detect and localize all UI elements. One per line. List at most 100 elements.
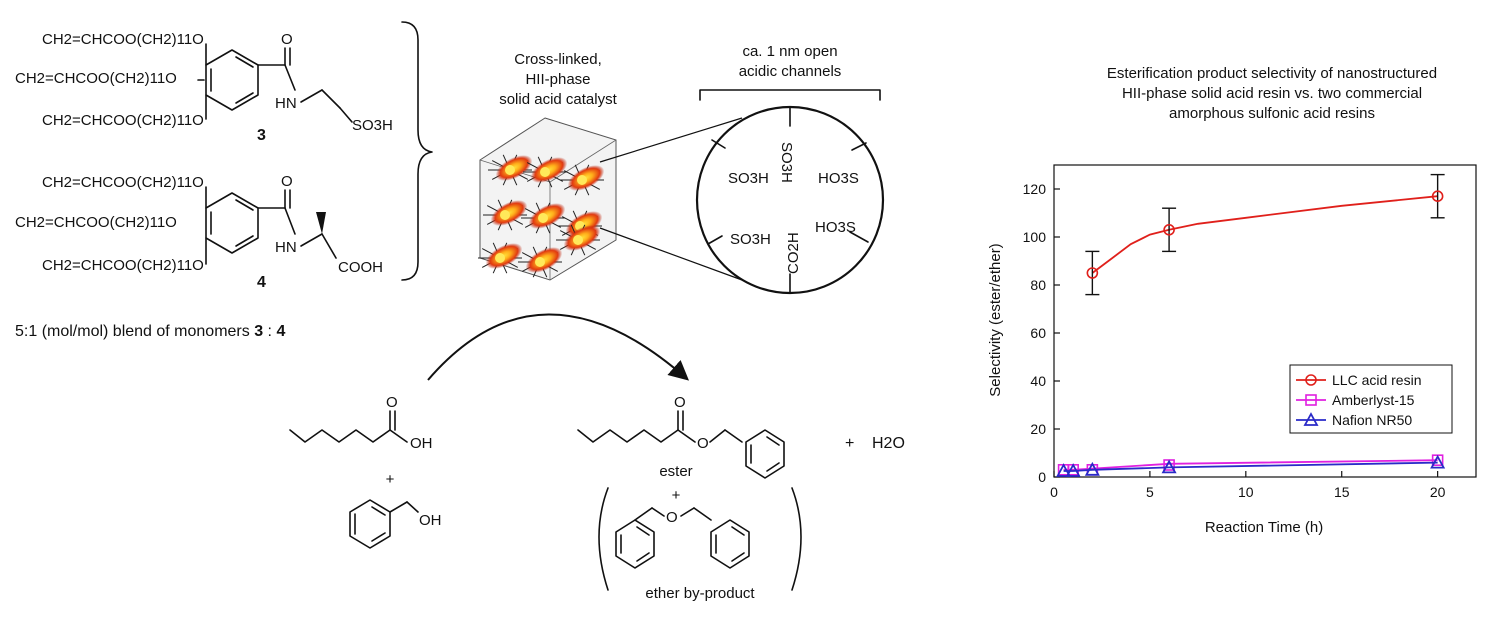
cylinder-array — [478, 154, 605, 278]
amide-nh-4: HN — [275, 239, 297, 256]
sulfonic-acid-3: SO3H — [352, 117, 393, 134]
reaction-arrow — [427, 313, 690, 381]
amide-oxygen-3: O — [281, 31, 293, 48]
y-tick-label: 120 — [1023, 181, 1047, 197]
hexagonal-cylinder — [478, 242, 523, 274]
wedge-bond — [316, 212, 326, 234]
heptanoic-acid: O OH — [289, 394, 433, 452]
hexagonal-cylinder — [483, 199, 528, 231]
error-bar — [1085, 250, 1100, 296]
data-point — [1056, 463, 1072, 477]
chart-title-line1: Esterification product selectivity of na… — [1107, 65, 1437, 82]
benzene-ring-3 — [205, 49, 259, 111]
legend-marker — [1303, 412, 1319, 426]
channel-label-line2: acidic channels — [739, 63, 842, 80]
ether-oxygen: O — [666, 509, 678, 526]
ester-link-o: O — [697, 435, 709, 452]
x-tick-label: 10 — [1238, 484, 1254, 500]
legend-label: Nafion NR50 — [1332, 412, 1412, 428]
channel-cross-section: SO3H SO3H HO3S SO3H HO3S CO2H — [695, 105, 885, 295]
water: H2O — [872, 435, 905, 452]
data-point — [1086, 267, 1099, 279]
selectivity-chart: Esterification product selectivity of na… — [987, 65, 1477, 536]
plus-water: + — [845, 435, 854, 452]
benzyl-alcohol: OH — [349, 499, 442, 549]
series-1 — [1057, 454, 1444, 476]
legend-item: Amberlyst-15 — [1296, 392, 1415, 408]
legend-item: LLC acid resin — [1296, 372, 1422, 388]
zoom-line-top — [599, 117, 743, 163]
x-tick-label: 20 — [1430, 484, 1446, 500]
monomer-4-chain-3: CH2=CHCOO(CH2)11O — [42, 257, 204, 274]
y-axis-label: Selectivity (ester/ether) — [987, 243, 1004, 396]
plot-frame — [1053, 164, 1477, 478]
hexagonal-cylinder — [556, 224, 601, 256]
monomer-3-chain-3: CH2=CHCOO(CH2)11O — [42, 112, 204, 129]
channel-group-2: SO3H — [778, 142, 795, 183]
y-tick-label: 0 — [1038, 469, 1046, 485]
series-0 — [1085, 173, 1445, 296]
monomer-3-label: 3 — [257, 127, 266, 144]
data-point — [1431, 190, 1444, 202]
amide-oxygen-4: O — [281, 173, 293, 190]
catalyst-label: Cross-linked, HII-phase solid acid catal… — [499, 51, 617, 108]
x-tick-label: 0 — [1050, 484, 1058, 500]
channel-group-4: SO3H — [730, 231, 771, 248]
ether-label: ether by-product — [645, 585, 755, 602]
paren-left — [598, 487, 609, 591]
chart-title-line3: amorphous sulfonic acid resins — [1169, 105, 1375, 122]
hexagonal-cylinder — [523, 156, 568, 188]
y-tick-label: 100 — [1023, 229, 1047, 245]
legend-marker — [1305, 374, 1317, 386]
monomer-3: CH2=CHCOO(CH2)11O CH2=CHCOO(CH2)11O CH2=… — [15, 31, 393, 144]
channel-label-line1: ca. 1 nm open — [742, 43, 837, 60]
legend-label: Amberlyst-15 — [1332, 392, 1415, 408]
benzene-ring-4 — [205, 192, 259, 254]
acid-hydroxyl: OH — [410, 435, 433, 452]
y-tick-label: 20 — [1030, 421, 1046, 437]
monomer-4-chain-1: CH2=CHCOO(CH2)11O — [42, 174, 204, 191]
acid-carbonyl-o: O — [386, 394, 398, 411]
x-axis-label: Reaction Time (h) — [1205, 519, 1323, 536]
benzyl-heptanoate-ester: O O — [577, 394, 785, 479]
catalyst-label-line2: HII-phase — [525, 71, 590, 88]
series-2 — [1056, 454, 1446, 477]
channel-group-6: CO2H — [785, 232, 802, 274]
monomer-4: CH2=CHCOO(CH2)11O CH2=CHCOO(CH2)11O CH2=… — [15, 173, 383, 291]
series-line — [1091, 195, 1438, 274]
monomer-4-label: 4 — [257, 274, 266, 291]
monomer-4-chain-2: CH2=CHCOO(CH2)11O — [15, 214, 177, 231]
data-point — [1163, 224, 1175, 236]
y-tick-label: 80 — [1030, 277, 1046, 293]
data-point — [1161, 459, 1177, 474]
monomer-3-chain-2: CH2=CHCOO(CH2)11O — [15, 70, 177, 87]
grouping-brace — [401, 21, 433, 281]
hexagonal-cylinder — [521, 202, 566, 234]
legend-marker — [1305, 394, 1317, 406]
channel-group-5: HO3S — [815, 219, 856, 236]
legend-label: LLC acid resin — [1332, 372, 1422, 388]
data-point — [1084, 461, 1100, 476]
legend-item: Nafion NR50 — [1296, 412, 1412, 428]
plus-ether: + — [672, 487, 681, 504]
hexagonal-catalyst-cube — [478, 117, 617, 281]
hexagonal-cylinder — [560, 164, 605, 196]
paren-right — [791, 487, 802, 591]
monomer-3-chain-1: CH2=CHCOO(CH2)11O — [42, 31, 204, 48]
catalyst-label-line1: Cross-linked, — [514, 51, 602, 68]
hexagonal-cylinder — [518, 246, 563, 278]
data-point — [1430, 454, 1446, 469]
legend-box — [1289, 364, 1453, 434]
series-layer — [1056, 173, 1446, 477]
x-tick-label: 15 — [1334, 484, 1350, 500]
blend-caption: 5:1 (mol/mol) blend of monomers 3 : 4 — [15, 323, 285, 340]
y-tick-label: 40 — [1030, 373, 1046, 389]
catalyst-label-line3: solid acid catalyst — [499, 91, 617, 108]
hexagonal-cylinder — [488, 154, 533, 186]
channel-group-3: HO3S — [818, 170, 859, 187]
zoom-line-bottom — [599, 227, 743, 281]
dibenzyl-ether: O — [598, 487, 802, 591]
chart-title-line2: HII-phase solid acid resin vs. two comme… — [1122, 85, 1422, 102]
